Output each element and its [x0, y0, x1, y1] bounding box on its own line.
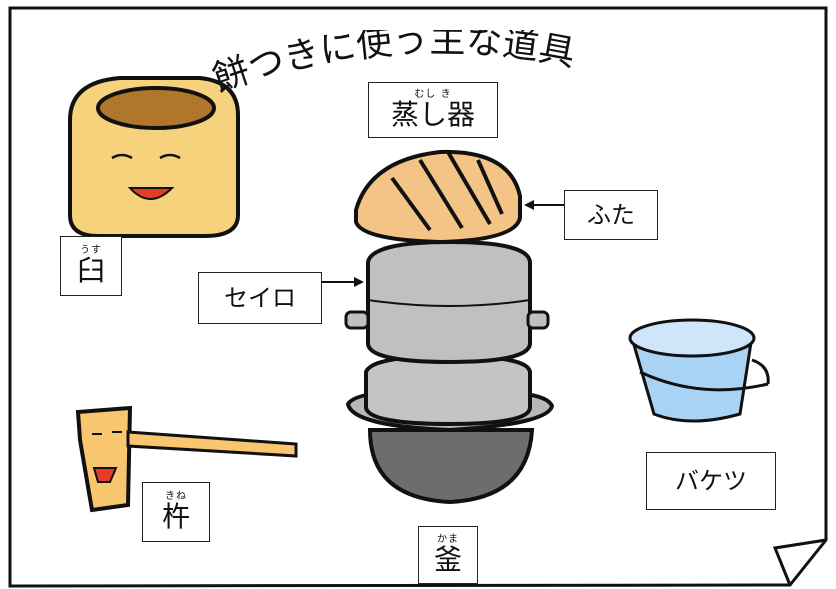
- label-seiro: セイロ: [198, 272, 322, 324]
- label-usu: うす 臼: [60, 236, 122, 296]
- text-kine: 杵: [161, 500, 190, 533]
- usu-illustration: [68, 76, 240, 238]
- ruby-mushiki: むし き: [414, 89, 452, 100]
- ruby-usu: うす: [80, 245, 102, 256]
- page-curl: [772, 538, 827, 586]
- text-futa: ふた: [587, 201, 635, 229]
- text-kama: 釜: [433, 543, 462, 576]
- label-kine: きね 杵: [142, 482, 210, 542]
- label-baketsu: バケツ: [646, 452, 776, 510]
- ruby-kine: きね: [165, 491, 187, 502]
- text-seiro: セイロ: [224, 284, 296, 312]
- label-kama: かま 釜: [418, 526, 478, 584]
- text-mushiki: 蒸し器: [390, 98, 475, 131]
- arrow-seiro: [322, 277, 364, 287]
- ruby-kama: かま: [437, 534, 459, 545]
- text-usu: 臼: [76, 254, 105, 287]
- kine-illustration: [75, 405, 298, 513]
- text-baketsu: バケツ: [675, 467, 747, 495]
- arrow-futa: [524, 200, 564, 210]
- label-mushiki: むし き 蒸し器: [368, 82, 498, 138]
- label-futa: ふた: [564, 190, 658, 240]
- bucket-illustration: [628, 318, 770, 423]
- steamer-illustration: [344, 149, 555, 505]
